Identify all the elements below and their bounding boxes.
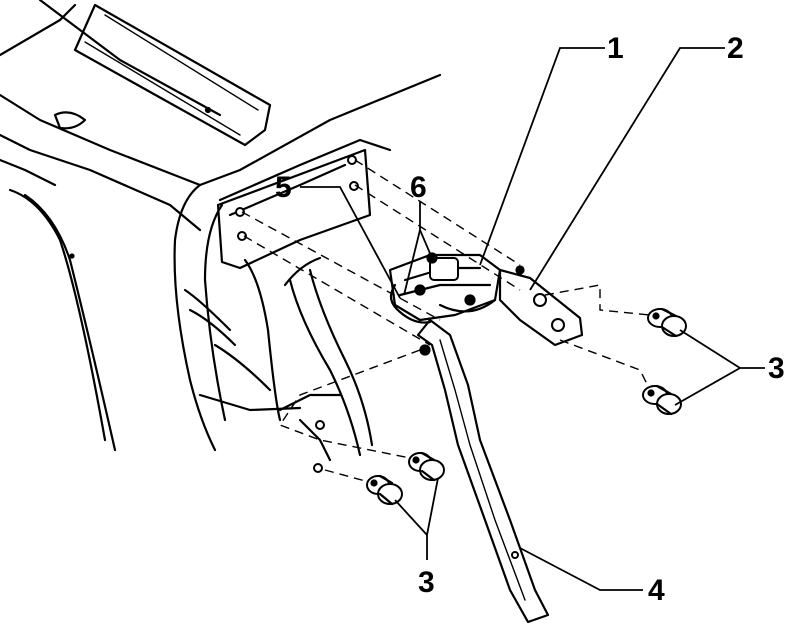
roof-strip <box>73 3 272 147</box>
leader-lines <box>300 47 765 591</box>
body-hinge-recess <box>216 148 372 270</box>
callout-2: 2 <box>727 32 744 65</box>
callout-1: 1 <box>607 32 624 65</box>
callout-6: 6 <box>410 171 427 204</box>
callout-3-right: 3 <box>768 352 785 385</box>
alignment-lines <box>241 159 651 486</box>
side-window-edge <box>8 188 107 442</box>
bolt-upper <box>647 307 687 338</box>
hinge-arm <box>416 318 550 624</box>
bolt-body-upper <box>408 451 445 482</box>
callout-5: 5 <box>275 171 292 204</box>
bolt-lower <box>642 384 682 416</box>
callout-3-bottom: 3 <box>418 566 435 599</box>
hatch-opening <box>173 183 217 452</box>
roof-boss <box>53 111 87 130</box>
callout-4: 4 <box>648 574 665 607</box>
car-body <box>0 0 442 473</box>
tailgate-edge <box>243 258 282 422</box>
hinge-assembly <box>388 252 584 624</box>
bolt-body-lower <box>366 474 403 506</box>
hinge-plate <box>498 268 584 347</box>
